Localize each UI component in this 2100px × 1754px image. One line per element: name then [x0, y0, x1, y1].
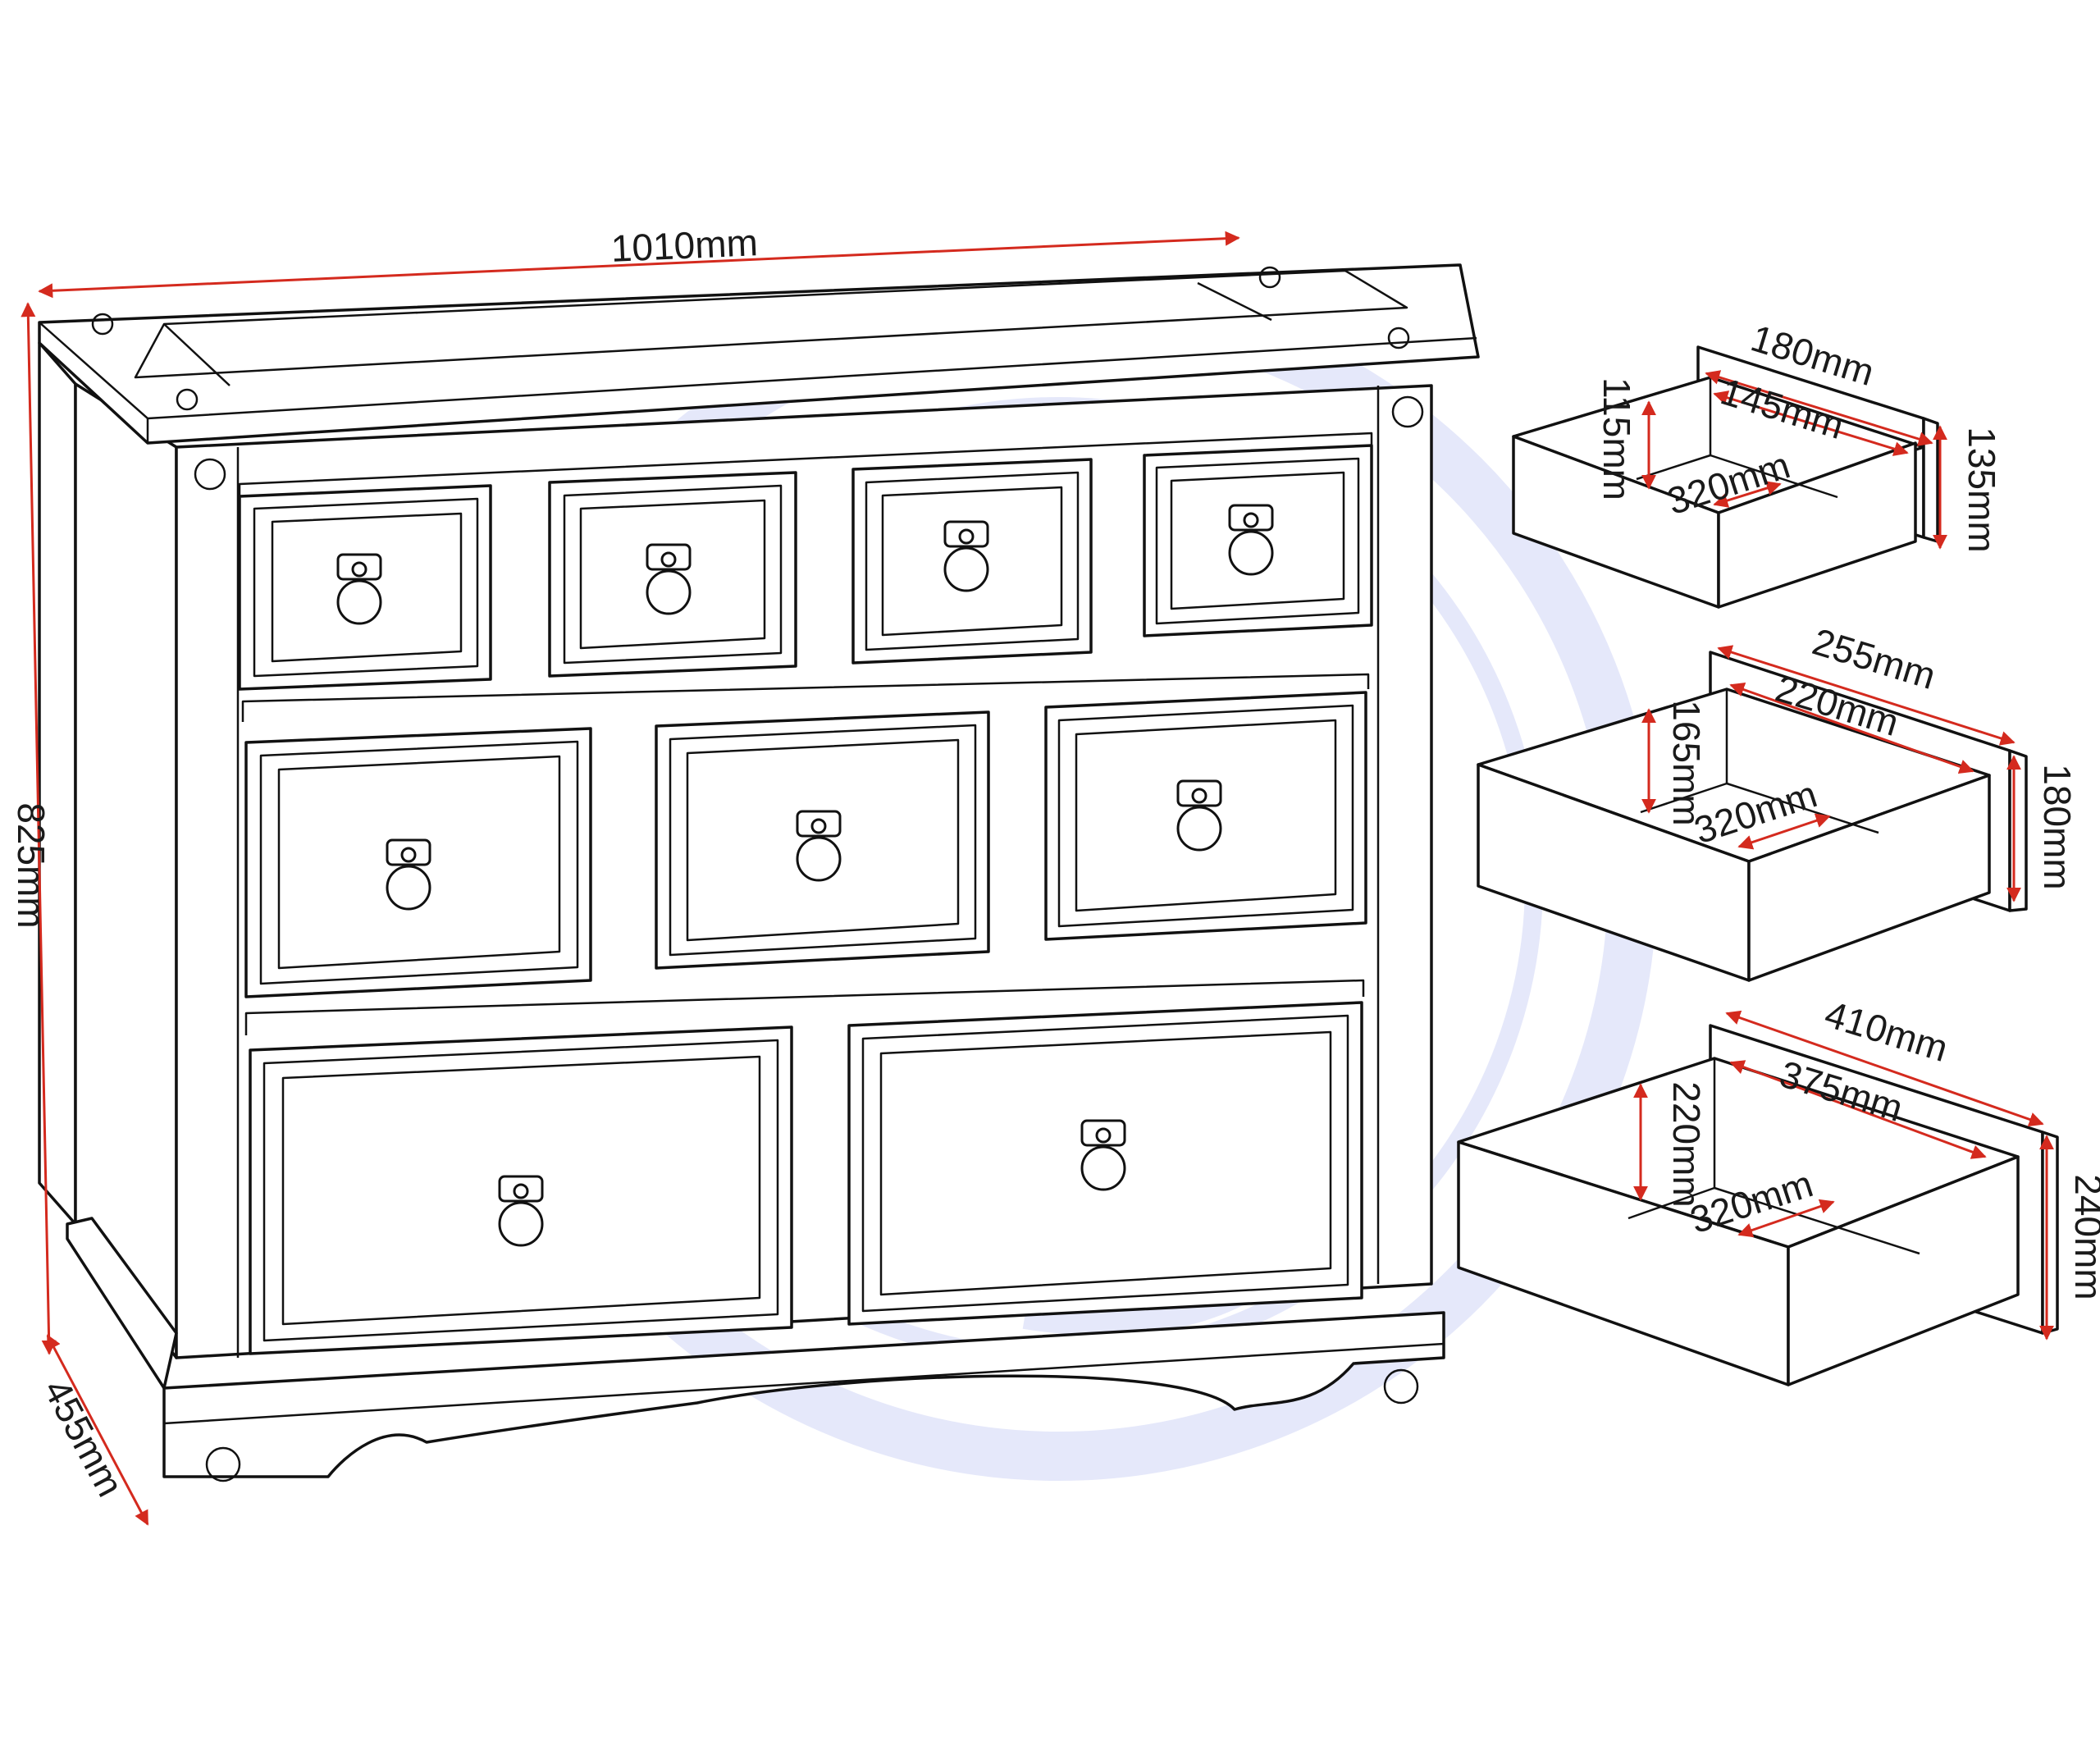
depth-dimension-arrow — [46, 1334, 149, 1526]
small-inner-height-label: 115mm — [1596, 377, 1638, 500]
height-dimension-arrow — [21, 302, 57, 1355]
drawer-row-2 — [241, 673, 1370, 998]
width-dimension-arrow — [38, 231, 1240, 299]
chest-drawing — [38, 263, 1480, 1482]
depth-label: 455mm — [35, 1373, 132, 1504]
large-outer-height-label: 240mm — [2067, 1174, 2100, 1300]
height-label: 825mm — [10, 802, 52, 928]
small-outer-height-label: 135mm — [1961, 427, 2003, 552]
ring-pull-handles — [336, 504, 1274, 1247]
drawer-row-3 — [244, 979, 1365, 1355]
medium-inner-height-label: 165mm — [1665, 700, 1708, 825]
width-label: 1010mm — [610, 221, 759, 270]
medium-outer-height-label: 180mm — [2036, 764, 2079, 889]
drawer-row-1 — [238, 432, 1373, 691]
large-inner-height-label: 220mm — [1665, 1081, 1708, 1207]
large-outer-depth-label: 410mm — [1820, 992, 1953, 1070]
